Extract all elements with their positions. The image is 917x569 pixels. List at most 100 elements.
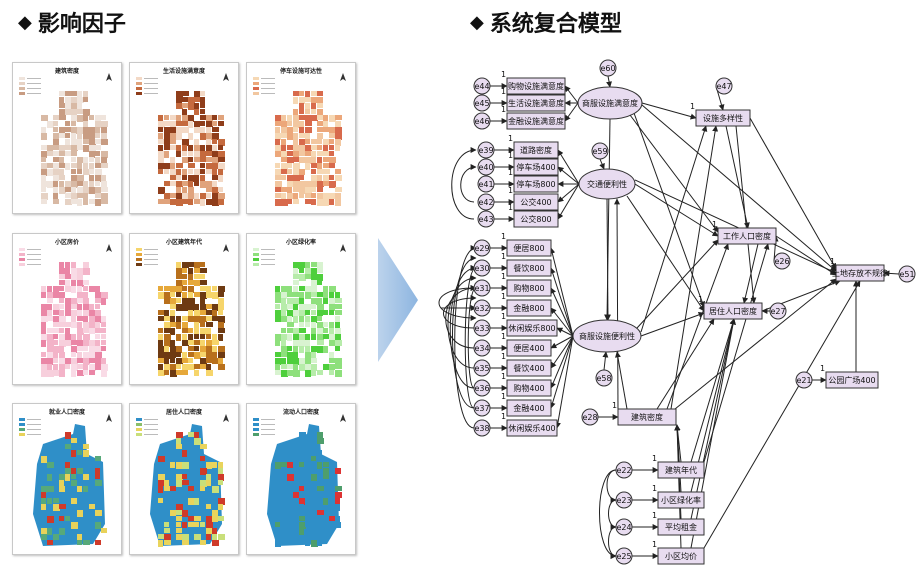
error-term-label: e43 [478,215,493,224]
factor-map-8: 居住人口密度 [129,403,239,555]
path-coefficient: 1 [830,257,835,266]
path-coefficient: 1 [652,540,657,549]
error-term-node: e58 [595,369,613,387]
factor-map-7: 就业人口密度 [12,403,122,555]
composite-model-title: 系统复合模型 [489,12,622,37]
observed-variable-node: 公交800 1 [508,203,559,228]
path-coefficient: 1 [501,252,506,261]
error-term-label: e21 [796,376,811,385]
error-term-node: e24 [615,518,633,536]
error-term-label: e46 [474,117,489,126]
path-arrow [703,280,861,549]
error-term-node: e44 [473,77,491,95]
path-arrow [690,318,736,463]
path-arrow [703,243,770,463]
path-coefficient: 1 [652,454,657,463]
path-arrow [550,307,574,337]
path-arrow [629,114,719,233]
error-term-label: e38 [474,424,489,433]
error-term-node: e23 [615,491,633,509]
error-term-label: e35 [474,364,489,373]
path-arrow [549,335,574,409]
latent-label: 交通便利性 [587,179,627,189]
error-term-node: e45 [473,94,491,112]
error-term-node: e46 [473,112,491,130]
node-label: 道路密度 [520,145,552,155]
factor-map-5: 小区建筑年代 [129,233,239,385]
path-coefficient: 1 [501,105,506,114]
node-label: 停车场400 [516,162,555,172]
error-term-label: e39 [478,146,493,155]
error-term-label: e34 [474,344,489,353]
path-coefficient: 1 [501,412,506,421]
error-term-node: e29 [473,239,491,257]
node-label: 购物400 [513,383,544,393]
factor-map-1: 建筑密度 [12,62,122,214]
path-arrow [556,327,574,337]
path-coefficient: 1 [508,203,513,212]
node-label: 小区绿化率 [661,495,701,505]
node-label: 土地存放不规律 [832,268,888,278]
error-term-node: e25 [615,547,633,565]
path-arrow [636,239,719,329]
factor-map-title: 就业人口密度 [48,409,85,416]
error-term-node: e37 [473,399,491,417]
node-label: 便居400 [513,343,544,353]
error-term-node: e41 [477,175,495,193]
influence-factors-heading: ◆ 影响因子 [18,6,126,38]
error-term-label: e37 [474,404,489,413]
path-arrow [550,335,574,369]
path-coefficient: 1 [501,87,506,96]
error-term-label: e58 [596,374,611,383]
covariance-arrow [467,285,477,389]
path-arrow [614,351,628,410]
node-label: 休闲娱乐800 [508,323,555,333]
composite-model-heading: ◆ 系统复合模型 [470,6,622,38]
node-label: 停车场800 [516,179,555,189]
node-label: 休闲娱乐400 [508,423,555,433]
error-term-node: e43 [477,210,495,228]
path-coefficient: 1 [508,186,513,195]
node-label: 购物800 [513,283,544,293]
error-term-label: e22 [616,466,631,475]
path-arrow [550,335,574,389]
node-label: 居住人口密度 [709,306,757,316]
error-term-label: e42 [478,198,493,207]
factor-map-graphic [19,73,112,206]
factor-map-graphic [136,73,229,206]
latent-variable-node: 商服设施满意度 [577,86,643,120]
path-coefficient: 1 [698,295,703,304]
error-term-node: e22 [615,461,633,479]
path-coefficient: 1 [501,352,506,361]
path-arrow [557,166,580,185]
observed-variable-node: 购物400 1 [501,372,552,397]
node-label: 公交800 [520,214,551,224]
path-coefficient: 1 [652,511,657,520]
error-term-label: e23 [616,496,631,505]
factor-map-graphic [253,414,346,547]
path-coefficient: 1 [508,134,513,143]
covariance-arrow [443,295,477,329]
error-term-label: e51 [899,270,914,279]
diamond-bullet-icon: ◆ [470,11,484,33]
path-coefficient: 1 [501,372,506,381]
path-arrow [883,270,900,277]
error-term-node: e47 [715,77,733,95]
observed-variable-node: 居住人口密度 1 [698,295,763,320]
factor-map-title: 小区绿化率 [285,239,316,246]
path-arrow [634,179,837,274]
factor-map-title: 居住人口密度 [165,409,202,416]
covariance-arrow [454,245,477,429]
covariance-arrow [445,285,477,349]
